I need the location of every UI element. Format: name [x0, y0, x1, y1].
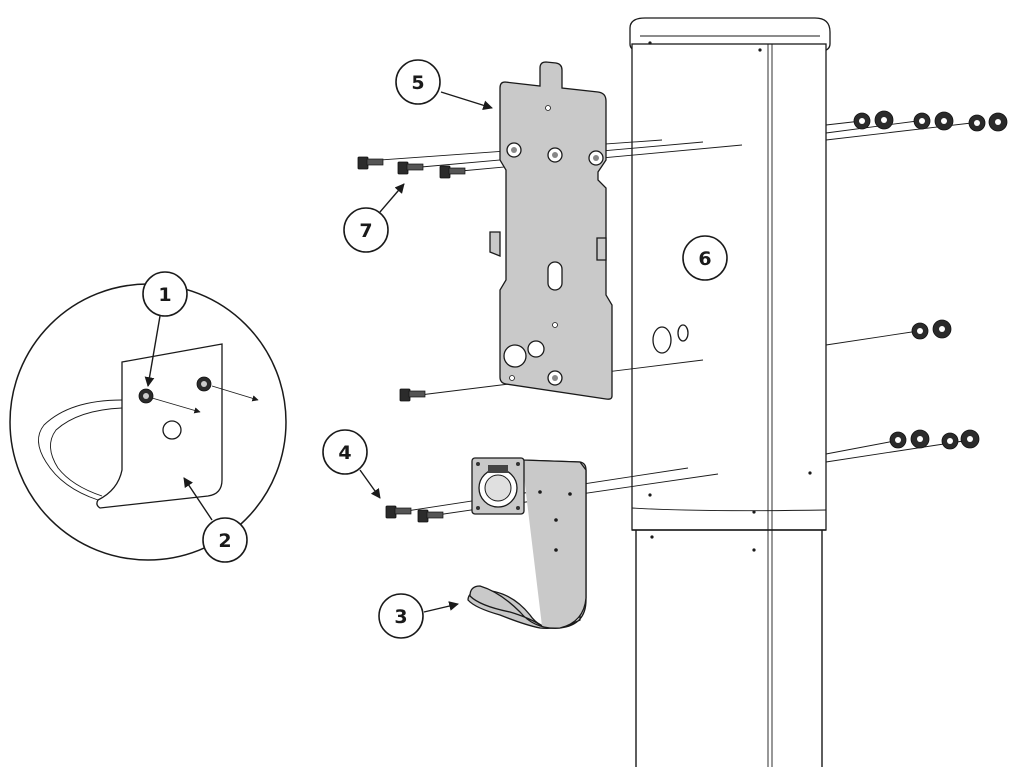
callout-3: 3: [378, 593, 459, 639]
callout-2-label: 2: [218, 530, 231, 552]
mounting-plate: [489, 61, 613, 400]
bolt-icon: [439, 165, 466, 179]
bolt-icon: [397, 161, 424, 175]
cable-holder: [467, 457, 587, 629]
bolt-icon: [385, 505, 412, 519]
callout-6-label: 6: [698, 248, 711, 270]
callout-5-label: 5: [411, 72, 424, 94]
nut-icon: [941, 429, 980, 450]
bolt-icon: [357, 156, 384, 170]
callout-7: 7: [343, 183, 405, 253]
callout-6: 6: [682, 235, 728, 281]
callout-3-label: 3: [394, 606, 407, 628]
bolts: [357, 156, 466, 523]
callout-1: 1: [142, 271, 188, 387]
callout-1-label: 1: [158, 284, 171, 306]
callout-4-label: 4: [338, 442, 351, 464]
callout-5: 5: [395, 59, 493, 111]
nut-icon: [968, 112, 1008, 132]
nut-icon: [853, 110, 894, 130]
nuts-and-washers: [853, 110, 1008, 450]
nut-icon: [913, 111, 954, 131]
detail-view: [9, 283, 287, 561]
callout-2: 2: [183, 477, 248, 563]
callout-7-label: 7: [359, 220, 372, 242]
bolt-icon: [417, 509, 444, 523]
bolt-icon: [399, 388, 426, 402]
nut-icon: [889, 429, 930, 449]
nut-icon: [911, 319, 952, 340]
callout-4: 4: [322, 429, 381, 499]
charging-pole: [629, 17, 831, 767]
